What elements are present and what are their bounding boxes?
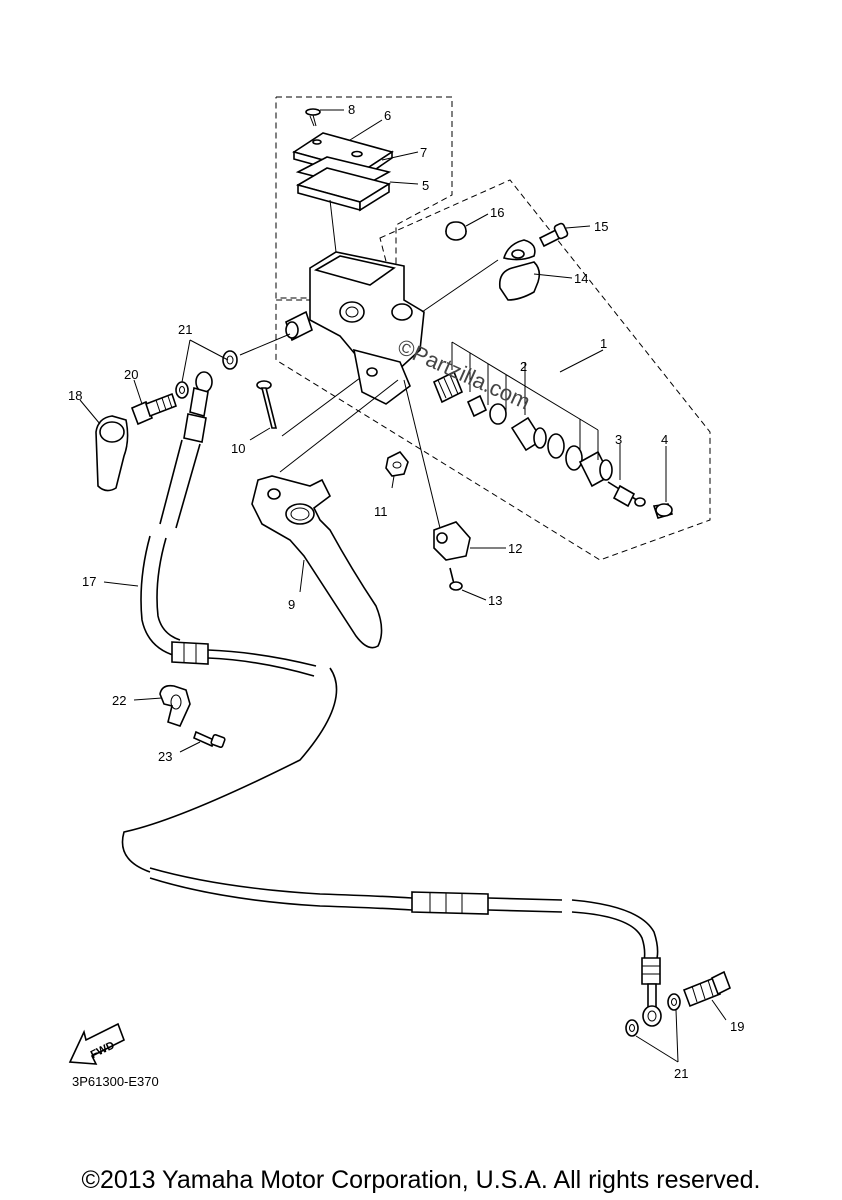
part-10-pivot-bolt[interactable] xyxy=(256,380,278,429)
callout-8: 8 xyxy=(348,102,355,117)
part-4-nut[interactable] xyxy=(652,503,674,519)
part-8-screw[interactable] xyxy=(305,108,321,127)
part-21-washer-bottom[interactable] xyxy=(625,1019,639,1037)
part-21-washer-top-2[interactable] xyxy=(175,381,189,399)
callout-17: 17 xyxy=(82,574,96,589)
master-cylinder-body[interactable] xyxy=(285,251,425,405)
part-15-bolt[interactable] xyxy=(538,222,569,248)
callout-18: 18 xyxy=(68,388,82,403)
part-2-piston-assembly[interactable] xyxy=(432,370,613,488)
callout-6: 6 xyxy=(384,108,391,123)
part-21-washer-bottom-2[interactable] xyxy=(667,993,681,1011)
callout-7: 7 xyxy=(420,145,427,160)
part-5-diaphragm[interactable] xyxy=(295,167,392,212)
leader-lines xyxy=(79,109,727,1063)
part-19-union-bolt[interactable] xyxy=(682,970,732,1008)
part-22-clamp[interactable] xyxy=(159,684,191,727)
callout-20: 20 xyxy=(124,367,138,382)
callout-3: 3 xyxy=(615,432,622,447)
part-11-nut[interactable] xyxy=(385,450,409,477)
part-12-switch[interactable] xyxy=(433,521,471,561)
part-21-washer-top[interactable] xyxy=(222,350,238,370)
callout-9: 9 xyxy=(288,597,295,612)
part-17-clutch-hose[interactable] xyxy=(121,371,662,1027)
part-16-plug[interactable] xyxy=(445,221,467,241)
callout-10: 10 xyxy=(231,441,245,456)
callout-labels: 8 6 7 5 16 15 14 1 2 3 4 21 20 18 10 11 … xyxy=(68,102,744,1081)
callout-2: 2 xyxy=(520,359,527,374)
callout-21-top: 21 xyxy=(178,322,192,337)
part-20-union-bolt[interactable] xyxy=(130,392,178,426)
part-14-holder[interactable] xyxy=(498,239,541,301)
part-13-screw[interactable] xyxy=(449,567,463,591)
callout-11: 11 xyxy=(374,504,388,519)
part-3-push-rod[interactable] xyxy=(607,481,646,508)
part-9-clutch-lever[interactable] xyxy=(251,475,383,649)
callout-22: 22 xyxy=(112,693,126,708)
callout-1: 1 xyxy=(600,336,607,351)
callout-16: 16 xyxy=(490,205,504,220)
callout-5: 5 xyxy=(422,178,429,193)
callout-21-bottom: 21 xyxy=(674,1066,688,1081)
callout-15: 15 xyxy=(594,219,608,234)
callout-13: 13 xyxy=(488,593,502,608)
copyright-notice: ©2013 Yamaha Motor Corporation, U.S.A. A… xyxy=(81,1166,761,1194)
callout-4: 4 xyxy=(661,432,668,447)
callout-14: 14 xyxy=(574,271,588,286)
callout-12: 12 xyxy=(508,541,522,556)
watermark: ©Partzilla.com xyxy=(394,334,534,415)
reservoir-group-outline xyxy=(275,96,453,299)
part-18-cover[interactable] xyxy=(95,415,129,492)
part-23-bolt[interactable] xyxy=(193,730,226,748)
fwd-arrow-icon: FWD xyxy=(68,1022,126,1065)
drawing-code: 3P61300-E370 xyxy=(72,1074,159,1089)
callout-23: 23 xyxy=(158,749,172,764)
callout-19: 19 xyxy=(730,1019,744,1034)
